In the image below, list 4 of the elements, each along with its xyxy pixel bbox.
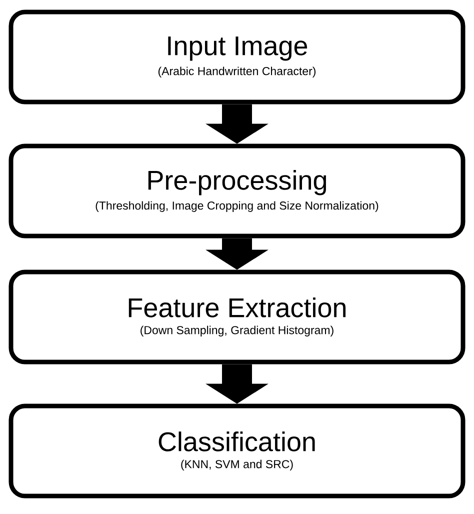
process-box: Classification (KNN, SVM and SRC) <box>8 404 466 498</box>
process-box: Input Image (Arabic Handwritten Character) <box>8 10 466 104</box>
process-box: Feature Extraction (Down Sampling, Gradient Histogram) <box>8 270 466 364</box>
process-box: Pre-processing (Thresholding, Image Cropping and Size Normalization) <box>8 144 466 238</box>
